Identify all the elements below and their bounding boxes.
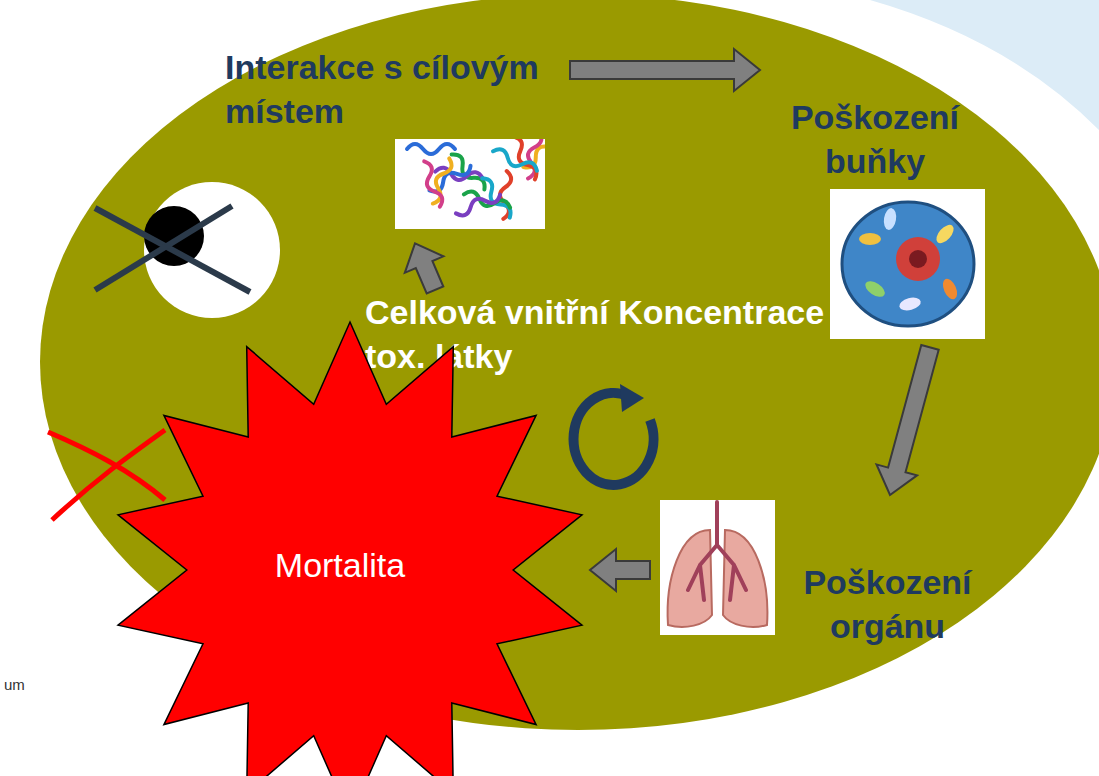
block-arrow [570, 49, 760, 91]
red-curve [48, 430, 165, 520]
cycle-symbol [574, 384, 654, 485]
step-label: Poškození buňky [760, 50, 990, 347]
block-arrow [590, 549, 650, 591]
step-label: Interakce s cílovým místem [225, 45, 570, 243]
node-text: Poškození orgánu [780, 560, 995, 648]
block-arrow [877, 345, 939, 495]
node-text: Interakce s cílovým místem [225, 45, 570, 133]
node-text: Poškození buňky [760, 95, 990, 183]
step-label: Poškození orgánu [650, 495, 995, 648]
cell-image [830, 189, 985, 339]
cross-line [95, 208, 250, 292]
mortality-burst: Mortalita [110, 320, 590, 776]
cross-line [95, 206, 232, 290]
footer-fragment: um [4, 676, 25, 693]
block-arrow [405, 243, 444, 293]
node-text: Mortalita [275, 543, 425, 587]
lungs-image [660, 500, 775, 635]
protein-image [395, 139, 545, 229]
